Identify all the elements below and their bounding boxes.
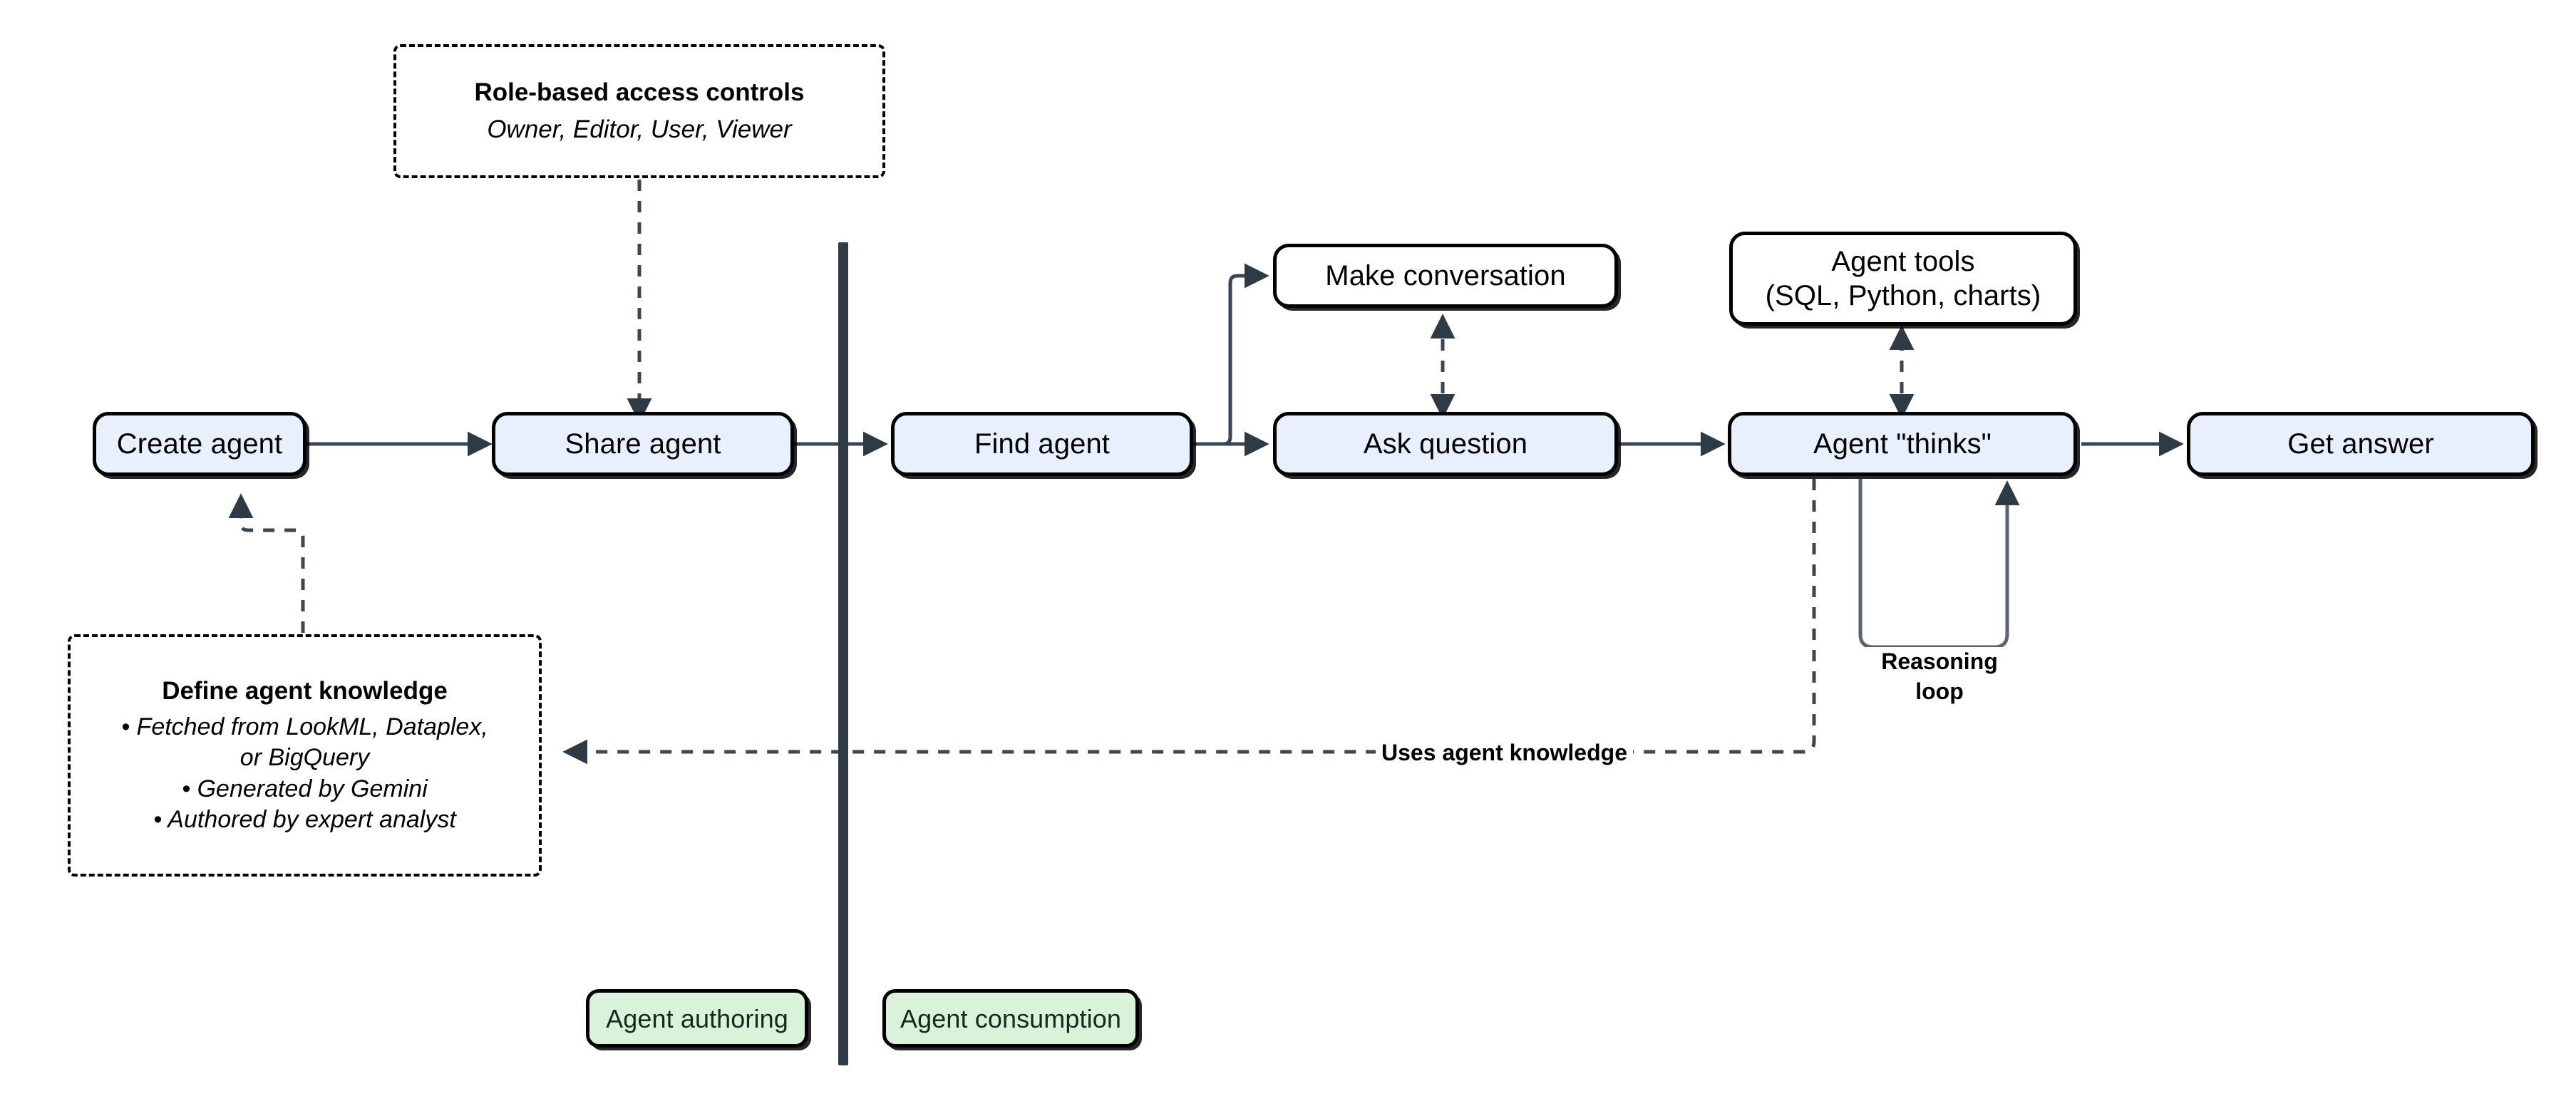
node-agent-tools-line-1: Agent tools	[1831, 246, 1975, 277]
node-agent-thinks-label: Agent "thinks"	[1813, 428, 1992, 460]
node-get-answer-label: Get answer	[2287, 428, 2434, 460]
note-knowledge-item-0: • Fetched from LookML, Dataplex,	[121, 713, 488, 740]
legend-agent-consumption: Agent consumption	[882, 989, 1139, 1048]
legend-agent-authoring-label: Agent authoring	[606, 1003, 788, 1033]
note-knowledge-item-3: • Authored by expert analyst	[153, 806, 456, 834]
node-agent-tools[interactable]: Agent tools (SQL, Python, charts)	[1729, 232, 2077, 326]
note-define-agent-knowledge: Define agent knowledge • Fetched from Lo…	[68, 634, 542, 877]
label-uses-agent-knowledge: Uses agent knowledge	[1376, 738, 1633, 768]
node-create-agent[interactable]: Create agent	[93, 412, 306, 476]
node-make-conversation-label: Make conversation	[1325, 260, 1566, 291]
edge-knowledge-to-create	[228, 493, 305, 633]
node-agent-tools-line-2: (SQL, Python, charts)	[1765, 280, 2041, 311]
note-knowledge-item-1: or BigQuery	[239, 744, 370, 772]
note-rbac-roles: Owner, Editor, User, Viewer	[487, 115, 792, 143]
node-get-answer[interactable]: Get answer	[2187, 412, 2535, 476]
section-divider	[838, 242, 848, 1065]
node-agent-thinks[interactable]: Agent "thinks"	[1728, 412, 2077, 476]
node-find-agent[interactable]: Find agent	[891, 412, 1193, 476]
note-knowledge-item-2: • Generated by Gemini	[182, 775, 428, 802]
node-create-agent-label: Create agent	[116, 428, 283, 460]
label-reasoning-loop-line-1: Reasoning	[1881, 648, 1998, 674]
node-share-agent-label: Share agent	[565, 428, 721, 460]
edge-uses-agent-knowledge	[562, 479, 1816, 765]
note-knowledge-items: • Fetched from LookML, Dataplex, or BigQ…	[121, 712, 488, 836]
label-reasoning-loop-line-2: loop	[1915, 678, 1964, 704]
note-role-based-access-controls: Role-based access controls Owner, Editor…	[393, 44, 885, 178]
node-make-conversation[interactable]: Make conversation	[1273, 244, 1618, 308]
legend-agent-authoring: Agent authoring	[586, 989, 808, 1048]
node-ask-question-label: Ask question	[1363, 428, 1528, 460]
node-share-agent[interactable]: Share agent	[492, 412, 794, 476]
edge-find-to-make-conversation	[1192, 263, 1269, 446]
legend-agent-consumption-label: Agent consumption	[900, 1003, 1121, 1033]
node-find-agent-label: Find agent	[974, 428, 1111, 460]
label-reasoning-loop: Reasoning loop	[1866, 647, 2013, 707]
note-knowledge-title: Define agent knowledge	[162, 677, 448, 706]
edge-reasoning-loop	[1858, 479, 2020, 649]
node-ask-question[interactable]: Ask question	[1273, 412, 1618, 476]
note-rbac-title: Role-based access controls	[474, 78, 805, 107]
label-uses-agent-knowledge-text: Uses agent knowledge	[1381, 740, 1627, 765]
